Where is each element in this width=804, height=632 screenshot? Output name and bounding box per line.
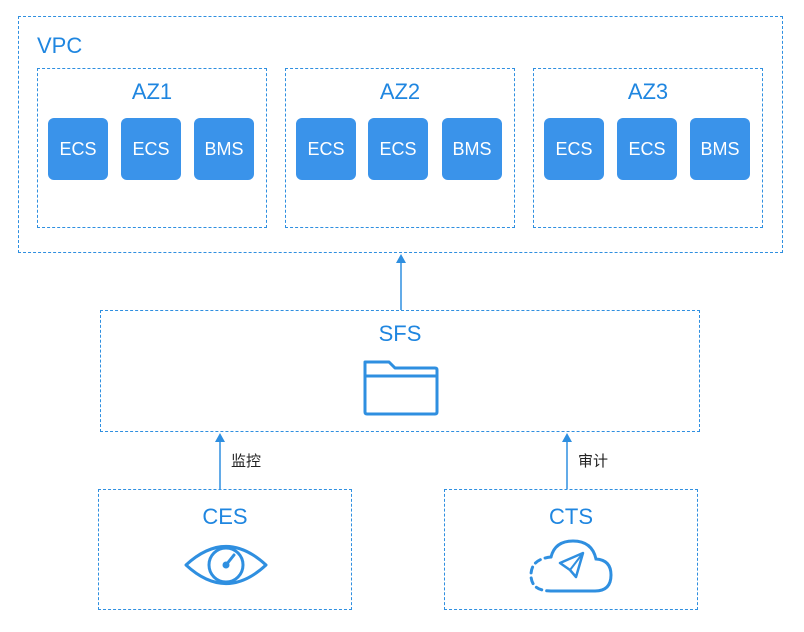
vpc-label: VPC: [37, 33, 83, 58]
cts-container[interactable]: CTS: [444, 489, 698, 610]
edge-label-monitor: 监控: [231, 453, 262, 470]
az1-node-bms[interactable]: BMS: [194, 118, 254, 180]
cts-label: CTS: [549, 504, 593, 529]
az2-node-ecs-1[interactable]: ECS: [296, 118, 356, 180]
folder-icon: [363, 360, 439, 416]
az1-container: AZ1 ECS ECS BMS: [37, 68, 267, 228]
az2-node-bms[interactable]: BMS: [442, 118, 502, 180]
az1-node-ecs-1[interactable]: ECS: [48, 118, 108, 180]
arrow-sfs-to-vpc: [396, 254, 406, 310]
az2-label: AZ2: [379, 79, 421, 104]
sfs-container[interactable]: SFS: [100, 310, 700, 432]
arrow-cts-to-sfs: [562, 433, 572, 489]
edge-label-audit: 审计: [578, 453, 609, 470]
az3-node-ecs-2[interactable]: ECS: [617, 118, 677, 180]
az2-node-ecs-2[interactable]: ECS: [368, 118, 428, 180]
az3-container: AZ3 ECS ECS BMS: [533, 68, 763, 228]
az3-node-ecs-1[interactable]: ECS: [544, 118, 604, 180]
az3-node-bms[interactable]: BMS: [690, 118, 750, 180]
az1-label: AZ1: [131, 79, 173, 104]
eye-gauge-icon: [184, 545, 268, 585]
az2-container: AZ2 ECS ECS BMS: [285, 68, 515, 228]
arrow-ces-to-sfs: [215, 433, 225, 489]
az3-label: AZ3: [627, 79, 669, 104]
ces-label: CES: [202, 504, 248, 529]
az1-node-ecs-2[interactable]: ECS: [121, 118, 181, 180]
cloud-send-icon: [529, 539, 613, 593]
ces-container[interactable]: CES: [98, 489, 352, 610]
vpc-container: VPC: [18, 16, 783, 253]
sfs-label: SFS: [378, 321, 422, 346]
